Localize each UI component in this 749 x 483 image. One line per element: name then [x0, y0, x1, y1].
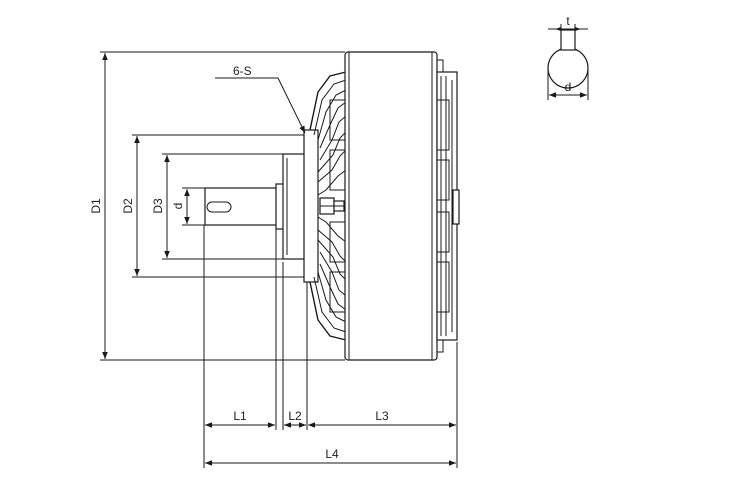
shaft-keyway: [206, 201, 232, 213]
brake-assembly: [204, 51, 460, 361]
label-t: t: [566, 14, 570, 28]
housing: [344, 51, 438, 361]
label-d-detail: d: [565, 80, 572, 94]
flange: [303, 129, 319, 283]
label-d1: D1: [89, 198, 103, 214]
shaft: [204, 187, 278, 226]
label-l1: L1: [233, 409, 247, 423]
label-d3: D3: [151, 198, 165, 214]
label-l2: L2: [288, 409, 302, 423]
label-6s: 6-S: [233, 64, 252, 78]
label-l4: L4: [325, 447, 339, 461]
label-l3: L3: [375, 409, 389, 423]
center-bolt: [319, 197, 346, 215]
extension-lines: [100, 51, 458, 468]
keyway-detail: [547, 24, 589, 100]
vertical-dimensions: [102, 53, 190, 359]
key-slot: [560, 29, 576, 51]
rear-cover: [436, 59, 460, 353]
label-d2: D2: [121, 198, 135, 214]
horizontal-dimensions: [205, 422, 456, 466]
label-d: d: [171, 203, 185, 210]
callout-6s-leader: [215, 77, 306, 134]
